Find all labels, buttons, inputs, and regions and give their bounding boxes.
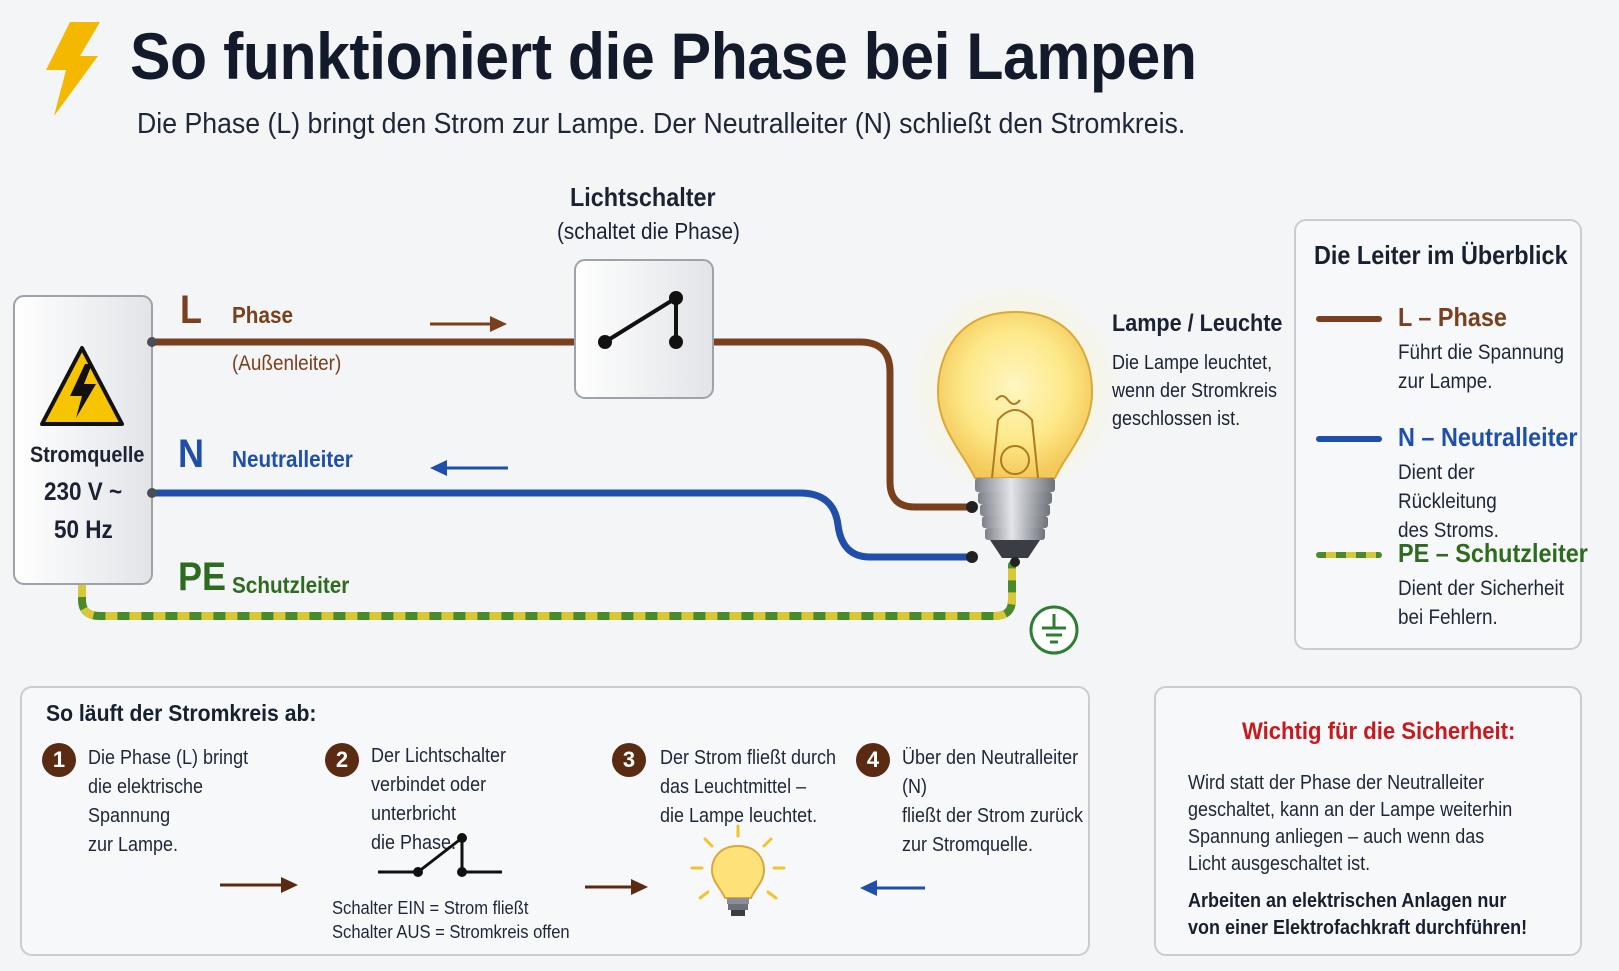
phase-label: Phase [232,302,293,328]
high-voltage-warning-icon [40,346,124,426]
legend-neutral-name: N – Neutralleiter [1398,422,1578,452]
power-source-label: Stromquelle [30,442,145,467]
lamp-neutral-terminal [966,551,978,563]
page-subtitle: Die Phase (L) bringt den Strom zur Lampe… [137,108,1186,140]
small-light-bulb-icon [690,824,786,916]
neutral-letter: N [178,432,205,476]
neutral-label: Neutralleiter [232,446,353,472]
page-title: So funktioniert die Phase bei Lampen [130,19,1197,93]
light-bulb-icon [905,280,1125,567]
lamp-desc-line: wenn der Stromkreis [1112,380,1278,402]
safety-title: Wichtig für die Sicherheit: [1242,718,1516,745]
lamp-desc-line: Die Lampe leuchtet, [1112,352,1273,374]
earth-wire [78,561,1016,620]
lamp-desc-line: geschlossen ist. [1112,408,1241,430]
phase-wire-to-lamp [676,338,970,511]
ground-symbol-icon [1029,605,1079,655]
power-source-voltage: 230 V ~ [44,478,123,506]
earth-label: Schutzleiter [232,572,350,598]
switch-symbol-icon [378,833,502,877]
switch-title: Lichtschalter [570,182,716,212]
switch-subtitle: (schaltet die Phase) [557,218,740,244]
legend-panel [1294,219,1582,650]
legend-title: Die Leiter im Überblick [1314,240,1568,270]
lamp-phase-terminal [966,501,978,513]
earth-letter: PE [178,555,227,599]
legend-earth-name: PE – Schutzleiter [1398,538,1588,568]
flow-arrow-icon [220,877,298,893]
power-source-frequency: 50 Hz [54,516,113,544]
lamp-title: Lampe / Leuchte [1112,310,1283,337]
steps-title: So läuft der Stromkreis ab: [46,700,317,726]
step-number-badge: 2 [325,743,359,777]
phase-terminal [147,337,157,347]
legend-phase-swatch [1316,316,1382,322]
lightning-bolt-icon [46,22,100,116]
flow-arrow-icon [585,879,648,895]
power-source-box [13,295,153,585]
safety-text: Wird statt der Phase der Neutralleiter g… [1188,772,1513,875]
switch-note-on: Schalter EIN = Strom fließt [332,898,529,918]
switch-contact-icon [598,291,683,349]
return-arrow-icon [860,880,925,896]
legend-phase-name: L – Phase [1398,302,1507,332]
neutral-wire [150,489,970,561]
step-number-badge: 1 [42,743,76,777]
switch-note-off: Schalter AUS = Stromkreis offen [332,922,570,942]
phase-letter: L [180,288,202,332]
step-text: Über den Neutralleiter (N)fließt der Str… [902,747,1084,856]
neutral-arrow-icon [430,460,508,476]
phase-arrow-icon [430,316,507,332]
legend-earth-swatch [1316,552,1382,558]
legend-neutral-swatch [1316,436,1382,442]
phase-note: (Außenleiter) [232,352,342,375]
neutral-terminal [147,488,157,498]
step-number-badge: 4 [856,743,890,777]
step-number-badge: 3 [612,743,646,777]
safety-panel [1154,686,1582,956]
steps-panel [20,686,1090,956]
safety-warning-bold: Arbeiten an elektrischen Anlagen nur von… [1188,890,1528,939]
